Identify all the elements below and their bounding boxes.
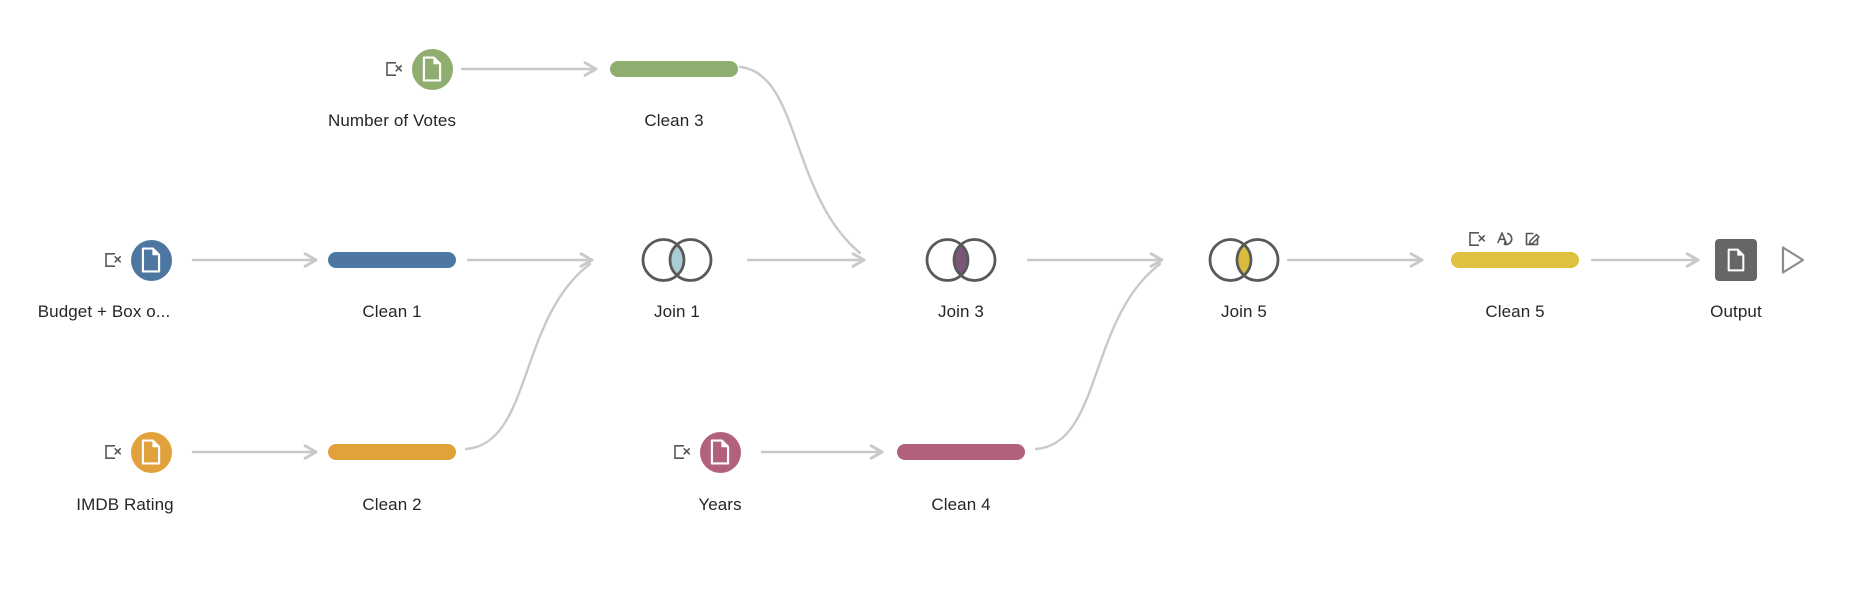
play-icon [1781, 246, 1805, 274]
join-venn-icon[interactable] [639, 234, 715, 286]
node-label: Clean 4 [931, 495, 991, 514]
run-flow-button[interactable] [1779, 244, 1807, 276]
flow-connector-clean-3-to-join-3 [738, 65, 862, 255]
join-venn-icon[interactable] [1206, 234, 1282, 286]
clean-step-bar[interactable] [328, 252, 456, 268]
node-label: Clean 5 [1485, 302, 1545, 321]
node-label: IMDB Rating [76, 495, 174, 514]
remove-fields-badge-icon[interactable] [103, 251, 121, 269]
document-icon [421, 56, 443, 82]
flow-connector-clean-4-to-join-5 [1034, 262, 1162, 451]
output-node-icon[interactable] [1715, 239, 1757, 281]
node-label: Clean 2 [362, 495, 422, 514]
node-label: Join 1 [654, 302, 700, 321]
rename-fields-badge-icon[interactable] [1495, 230, 1513, 248]
node-label: Clean 3 [644, 111, 704, 130]
node-label: Join 5 [1221, 302, 1267, 321]
node-label: Output [1710, 302, 1762, 321]
document-icon [709, 439, 731, 465]
remove-fields-badge-icon[interactable] [1467, 230, 1485, 248]
clean-step-bar[interactable] [1451, 252, 1579, 268]
join-venn-icon[interactable] [923, 234, 999, 286]
node-label: Budget + Box o... [37, 302, 171, 321]
clean-step-bar[interactable] [328, 444, 456, 460]
remove-fields-badge-icon[interactable] [672, 443, 690, 461]
node-label: Number of Votes [327, 111, 457, 130]
flow-connector-clean-2-to-join-1 [464, 262, 592, 451]
document-icon [1726, 248, 1746, 272]
input-node-icon[interactable] [699, 431, 741, 473]
node-label: Clean 1 [362, 302, 422, 321]
remove-fields-badge-icon[interactable] [384, 60, 402, 78]
node-label: Years [698, 495, 742, 514]
input-node-icon[interactable] [130, 431, 172, 473]
remove-fields-badge-icon[interactable] [103, 443, 121, 461]
input-node-icon[interactable] [411, 48, 453, 90]
input-node-icon[interactable] [130, 239, 172, 281]
document-icon [140, 247, 162, 273]
clean-step-bar[interactable] [610, 61, 738, 77]
document-icon [140, 439, 162, 465]
node-label: Join 3 [938, 302, 984, 321]
edit-fields-badge-icon[interactable] [1523, 230, 1541, 248]
clean-step-bar[interactable] [897, 444, 1025, 460]
